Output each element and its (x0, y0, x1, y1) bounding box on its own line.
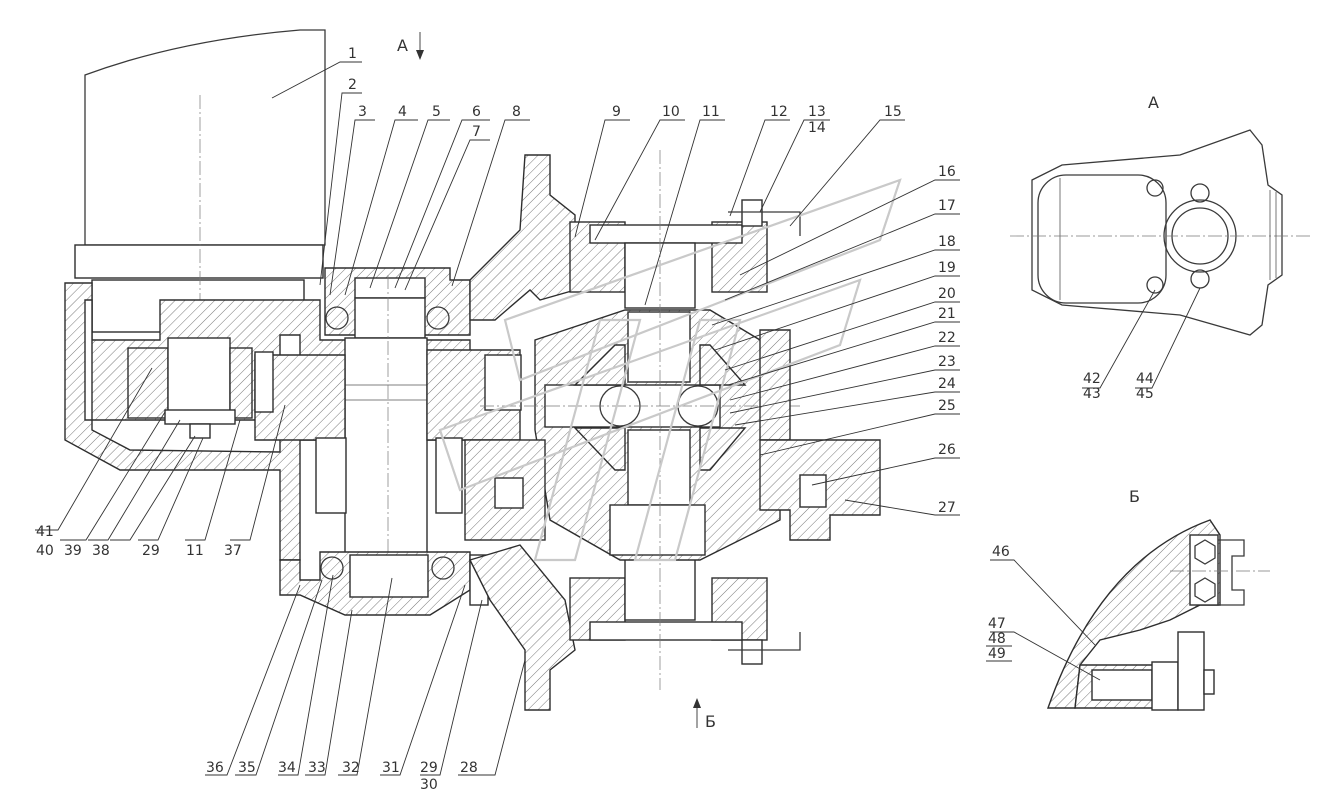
callout-9: 9 (612, 104, 621, 120)
callout-20: 20 (938, 286, 956, 302)
callout-31: 31 (382, 760, 400, 776)
callout-6: 6 (472, 104, 481, 120)
callout-24: 24 (938, 376, 956, 392)
callout-13: 13 (808, 104, 826, 120)
callout-44: 44 (1136, 371, 1154, 387)
main-section-view (64, 29, 902, 711)
callout-3: 3 (358, 104, 367, 120)
callout-28: 28 (460, 760, 478, 776)
callout-27: 27 (938, 500, 956, 516)
callout-10: 10 (662, 104, 680, 120)
callout-41: 41 (36, 524, 54, 540)
callout-32: 32 (342, 760, 360, 776)
callout-11-top: 11 (702, 104, 720, 120)
callout-16: 16 (938, 164, 956, 180)
callout-37: 37 (224, 543, 242, 559)
callout-48: 48 (988, 631, 1006, 647)
view-arrows: А Б А Б (397, 32, 1159, 731)
view-b-arrow-letter: Б (705, 712, 716, 731)
view-b-detail (1047, 519, 1270, 711)
callout-42: 42 (1083, 371, 1101, 387)
callout-49: 49 (988, 646, 1006, 662)
callout-8: 8 (512, 104, 521, 120)
callout-labels: 1 2 3 4 5 6 7 8 9 10 11 12 13 14 15 16 1… (36, 46, 1154, 793)
callout-40: 40 (36, 543, 54, 559)
callout-7: 7 (472, 124, 481, 140)
callout-25: 25 (938, 398, 956, 414)
callout-39: 39 (64, 543, 82, 559)
callout-34: 34 (278, 760, 296, 776)
callout-15: 15 (884, 104, 902, 120)
callout-17: 17 (938, 198, 956, 214)
callout-30: 30 (420, 777, 438, 793)
callout-12: 12 (770, 104, 788, 120)
callout-26: 26 (938, 442, 956, 458)
callout-2: 2 (348, 77, 357, 93)
view-a-arrow-letter: А (397, 36, 408, 55)
callout-leaders (35, 61, 1201, 776)
callout-38: 38 (92, 543, 110, 559)
callout-18: 18 (938, 234, 956, 250)
callout-4: 4 (398, 104, 407, 120)
callout-21: 21 (938, 306, 956, 322)
view-a-title: А (1148, 93, 1159, 112)
callout-19: 19 (938, 260, 956, 276)
callout-46: 46 (992, 544, 1010, 560)
callout-35: 35 (238, 760, 256, 776)
watermark-logo (438, 178, 902, 562)
callout-33: 33 (308, 760, 326, 776)
callout-23: 23 (938, 354, 956, 370)
callout-14: 14 (808, 120, 826, 136)
view-b-title: Б (1129, 487, 1140, 506)
callout-11-left: 11 (186, 543, 204, 559)
callout-5: 5 (432, 104, 441, 120)
callout-29-bottom: 29 (420, 760, 438, 776)
callout-36: 36 (206, 760, 224, 776)
callout-1: 1 (348, 46, 357, 62)
callout-43: 43 (1083, 386, 1101, 402)
callout-47: 47 (988, 616, 1006, 632)
callout-22: 22 (938, 330, 956, 346)
callout-29-left: 29 (142, 543, 160, 559)
callout-45: 45 (1136, 386, 1154, 402)
view-a-detail (1010, 129, 1310, 336)
